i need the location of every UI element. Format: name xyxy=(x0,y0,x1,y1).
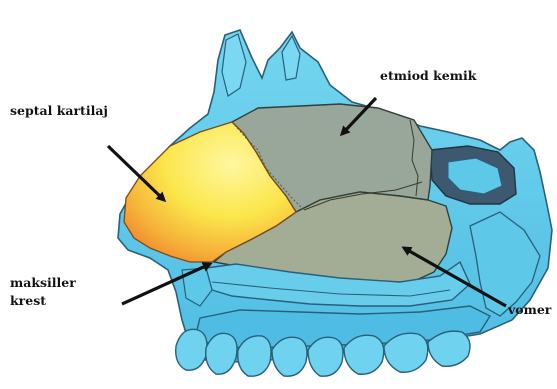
label-septal-cartilage: septal kartilaj xyxy=(10,102,108,119)
label-ethmoid-bone: etmiod kemik xyxy=(380,67,476,84)
label-maxillary-crest-line2: krest xyxy=(10,292,46,309)
label-vomer: vomer xyxy=(508,301,551,318)
label-maxillary-crest-line1: maksiller xyxy=(10,274,76,291)
